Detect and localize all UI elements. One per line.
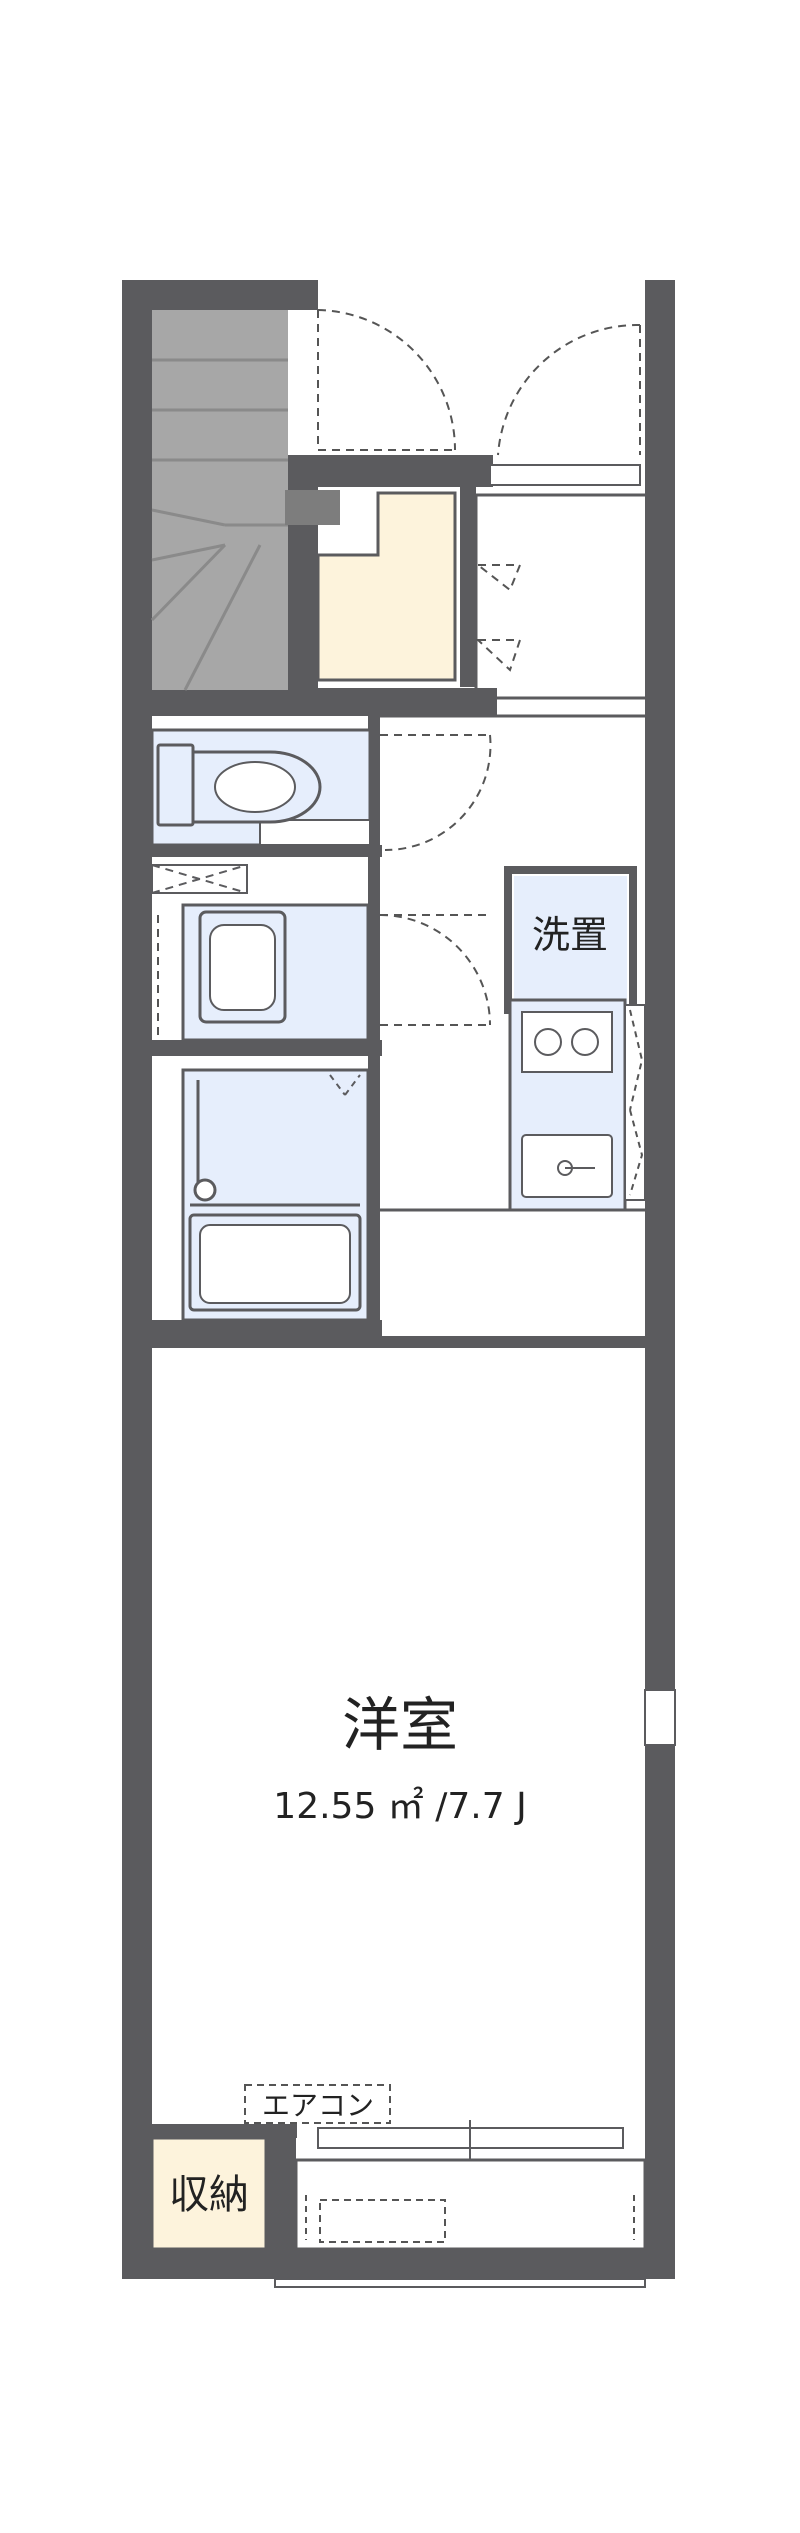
sink-icon	[521, 1134, 613, 1198]
wall-storage-top	[122, 2124, 297, 2138]
wall-storage-right	[266, 2124, 296, 2279]
washbasin-icon	[198, 910, 287, 1024]
utility-lines	[380, 493, 645, 718]
laundry-label: 洗置	[532, 913, 608, 957]
storage: 収納	[150, 2136, 268, 2251]
entrance-threshold	[489, 464, 641, 486]
door-swing-icon	[157, 309, 641, 2121]
wall-bath-right	[368, 716, 380, 1336]
wall-room-top	[122, 1320, 382, 1350]
aircon-label: エアコン	[262, 2089, 374, 2122]
wall-entrance-bottom	[288, 455, 493, 487]
toilet-icon	[156, 743, 322, 827]
western-room-area: 12.55 ㎡ /7.7 J	[273, 1785, 526, 1827]
wall-top	[122, 280, 318, 310]
kitchen	[508, 998, 646, 1212]
wall-shoe-right	[460, 487, 476, 687]
stair-icon	[150, 310, 340, 691]
balcony-door	[317, 2120, 624, 2160]
western-room: 洋室 12.55 ㎡ /7.7 J	[152, 1348, 645, 2124]
toilet-room	[150, 728, 372, 847]
closet-area	[316, 491, 457, 682]
wash-room	[181, 903, 370, 1042]
bath-room	[181, 1068, 370, 1322]
wall-right	[645, 280, 675, 2279]
laundry-area: 洗置	[514, 876, 627, 1004]
wall-left	[122, 280, 152, 2279]
wall-toilet-bottom	[122, 845, 382, 857]
wall-bottom	[122, 2249, 675, 2279]
balcony	[274, 2158, 647, 2288]
stove-icon	[521, 1011, 613, 1073]
wall-room-top-right	[380, 1336, 645, 1348]
linen-closet	[151, 864, 248, 894]
wall-wash-bottom	[122, 1040, 382, 1056]
aircon: エアコン	[244, 2084, 391, 2124]
wall-mid-horizontal	[122, 688, 497, 716]
bathtub-icon	[188, 1213, 362, 1312]
window-right	[644, 1689, 676, 1746]
western-room-name: 洋室	[342, 1691, 458, 1759]
storage-label: 収納	[169, 2172, 249, 2218]
